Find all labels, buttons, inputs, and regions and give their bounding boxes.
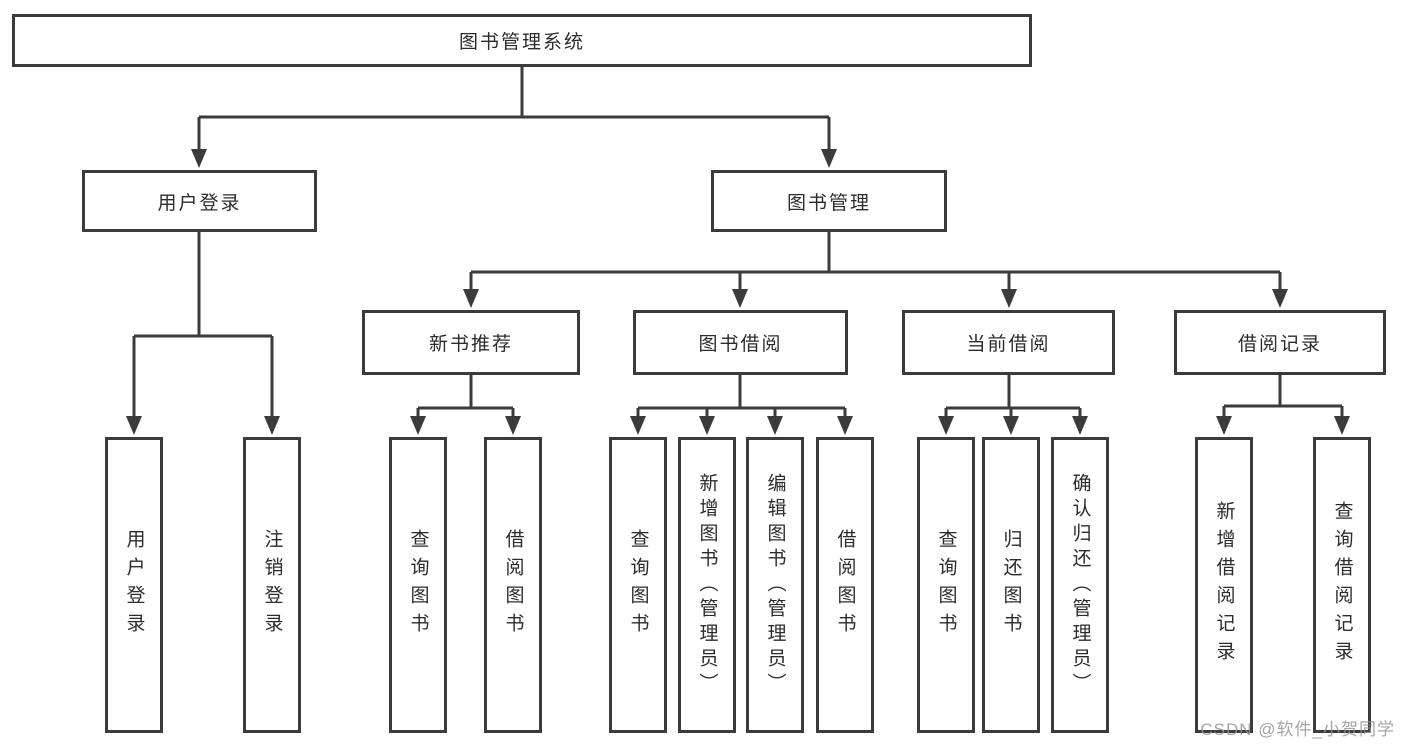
node-add-books-admin: 新增图书（管理员）	[678, 437, 736, 733]
arrowhead	[410, 416, 426, 435]
arrowhead	[264, 416, 280, 435]
csdn-watermark: CSDN @软件_小贺同学	[1200, 720, 1395, 739]
node-edit-books-admin: 编辑图书（管理员）	[746, 437, 804, 733]
node-label: 用户登录	[157, 192, 242, 214]
arrowhead	[1001, 289, 1017, 308]
node-label: 图书借阅	[698, 334, 783, 355]
node-query-books-borrow: 查询图书	[609, 437, 667, 733]
node-label: 借阅记录	[1237, 334, 1322, 355]
node-add-borrow-record: 新增借阅记录	[1195, 437, 1253, 733]
arrowhead	[821, 149, 837, 168]
arrowhead	[767, 416, 783, 435]
arrowhead	[630, 416, 646, 435]
node-label: 当前借阅	[966, 334, 1051, 355]
node-label: 查询借阅记录	[1331, 501, 1353, 669]
node-label: 确认归还（管理员）	[1069, 472, 1091, 698]
node-label: 归还图书	[1000, 529, 1022, 641]
arrowhead	[1334, 416, 1350, 435]
node-query-books-current: 查询图书	[917, 437, 975, 733]
node-query-borrow-record: 查询借阅记录	[1313, 437, 1371, 733]
arrowhead	[126, 416, 142, 435]
connector-book-borrow-to-leaves	[636, 375, 847, 417]
connector-new-book-recommend-to-leaves	[416, 375, 515, 417]
node-label: 新书推荐	[428, 334, 513, 355]
connector-borrow-records-to-leaves	[1222, 375, 1344, 417]
node-new-book-recommendation: 新书推荐	[362, 310, 580, 375]
connector-book-management-to-level3	[469, 232, 1282, 290]
node-user-login: 用户登录	[82, 170, 317, 232]
node-label: 查询图书	[407, 529, 429, 641]
connector-current-borrow-to-leaves	[944, 375, 1082, 417]
arrowhead	[699, 416, 715, 435]
node-user-login-leaf: 用户登录	[105, 437, 163, 733]
node-label: 图书管理	[786, 192, 871, 214]
node-borrowing-records: 借阅记录	[1174, 310, 1386, 375]
node-library-management-system: 图书管理系统	[12, 14, 1032, 67]
node-label: 新增借阅记录	[1213, 501, 1235, 669]
node-label: 借阅图书	[834, 529, 856, 641]
arrowhead	[1003, 416, 1019, 435]
node-label: 新增图书（管理员）	[696, 472, 718, 698]
arrowhead	[1272, 289, 1288, 308]
node-borrow-books-recommend: 借阅图书	[484, 437, 542, 733]
node-label: 查询图书	[627, 529, 649, 641]
arrowhead	[732, 289, 748, 308]
arrowhead	[191, 149, 207, 168]
node-return-books: 归还图书	[982, 437, 1040, 733]
arrowhead	[463, 289, 479, 308]
node-borrow-books-leaf: 借阅图书	[816, 437, 874, 733]
node-logout-login: 注销登录	[243, 437, 301, 733]
arrowhead	[505, 416, 521, 435]
connector-user-login-to-leaves	[132, 232, 274, 417]
arrowhead	[837, 416, 853, 435]
node-query-books-recommend: 查询图书	[389, 437, 447, 733]
node-current-borrowing: 当前借阅	[902, 310, 1115, 375]
arrowhead	[938, 416, 954, 435]
connector-root-to-level2	[197, 67, 831, 150]
node-label: 注销登录	[261, 529, 283, 641]
arrowhead	[1072, 416, 1088, 435]
node-label: 借阅图书	[502, 529, 524, 641]
node-book-management: 图书管理	[711, 170, 947, 232]
node-book-borrowing: 图书借阅	[633, 310, 848, 375]
node-label: 编辑图书（管理员）	[764, 472, 786, 698]
node-label: 查询图书	[935, 529, 957, 641]
node-label: 图书管理系统	[458, 32, 585, 53]
node-confirm-return-admin: 确认归还（管理员）	[1051, 437, 1109, 733]
node-label: 用户登录	[123, 529, 145, 641]
arrowhead	[1216, 416, 1232, 435]
